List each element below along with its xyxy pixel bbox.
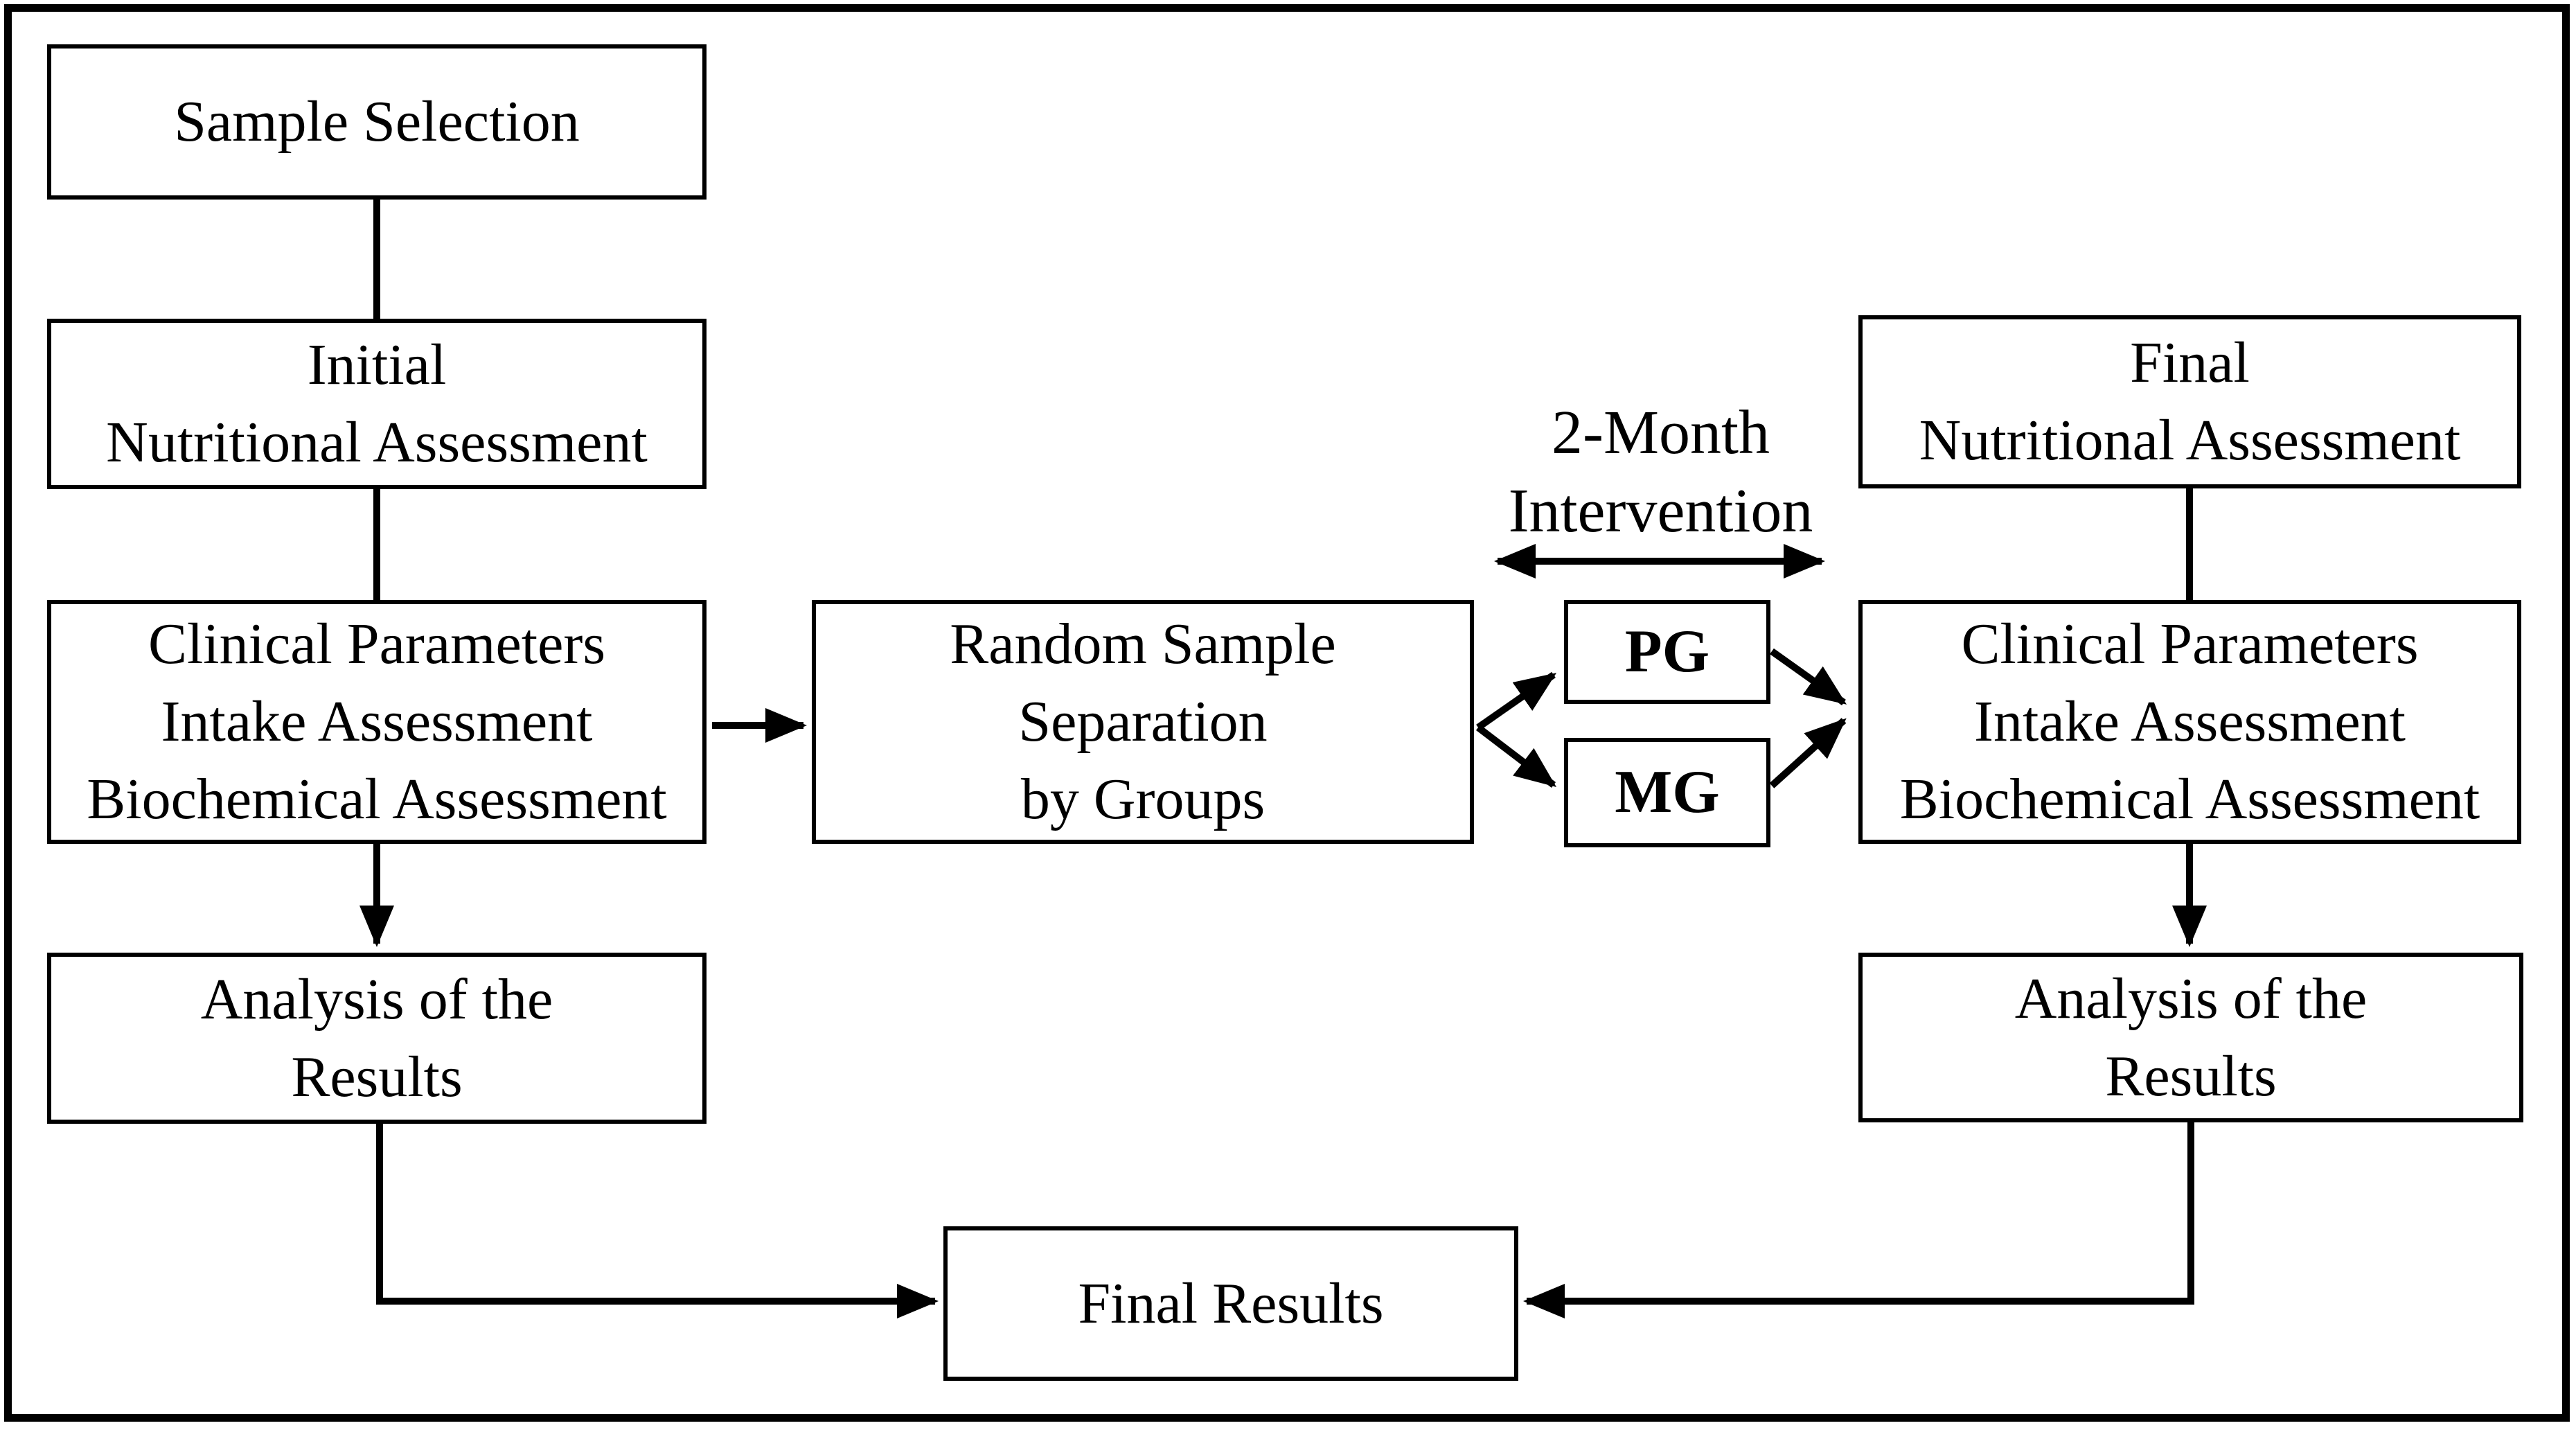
box-label-line: Nutritional Assessment xyxy=(1919,408,2461,473)
box-label-line: Clinical Parameters xyxy=(1961,612,2419,676)
arrow-random-to-mg xyxy=(1475,725,1556,788)
box-analysis-left: Analysis of the Results xyxy=(47,953,707,1124)
box-label-line: Separation xyxy=(1018,689,1268,754)
box-pg-group: PG xyxy=(1564,600,1770,704)
box-label-line: Biochemical Assessment xyxy=(1899,767,2480,831)
arrow-mg-to-clinical-right xyxy=(1769,718,1847,788)
box-label-line: Nutritional Assessment xyxy=(106,410,648,475)
arrow-random-to-pg xyxy=(1476,671,1557,731)
box-label-line: Random Sample xyxy=(950,612,1336,676)
box-final-results: Final Results xyxy=(943,1226,1518,1381)
box-mg-group: MG xyxy=(1564,738,1770,847)
box-label-line: Sample Selection xyxy=(174,89,580,154)
arrow-analysis-right-to-final-results xyxy=(1523,1121,2194,1318)
box-label-line: PG xyxy=(1624,618,1710,685)
box-initial-nutritional-assessment: Initial Nutritional Assessment xyxy=(47,319,707,489)
intervention-label: 2-Month Intervention xyxy=(1482,394,1839,550)
intervention-label-line: 2-Month xyxy=(1552,398,1770,467)
box-label-line: MG xyxy=(1615,759,1720,826)
box-analysis-right: Analysis of the Results xyxy=(1858,953,2523,1122)
box-clinical-parameters-right: Clinical Parameters Intake Assessment Bi… xyxy=(1858,600,2521,844)
box-final-nutritional-assessment: Final Nutritional Assessment xyxy=(1858,315,2521,488)
box-label-line: Analysis of the xyxy=(2014,966,2368,1031)
arrow-pg-to-clinical-right xyxy=(1770,648,1847,706)
box-sample-selection: Sample Selection xyxy=(47,44,707,200)
box-label-line: Final Results xyxy=(1078,1271,1384,1336)
box-label-line: Analysis of the xyxy=(200,966,553,1032)
box-label-line: Final xyxy=(2130,330,2250,395)
box-label-line: Results xyxy=(2105,1043,2277,1109)
arrow-analysis-left-to-final-results xyxy=(376,1124,939,1318)
box-label-line: by Groups xyxy=(1020,767,1265,831)
intervention-label-line: Intervention xyxy=(1508,477,1813,545)
box-label-line: Results xyxy=(291,1044,463,1109)
box-label-line: Intake Assessment xyxy=(161,689,593,754)
box-clinical-parameters-left: Clinical Parameters Intake Assessment Bi… xyxy=(47,600,707,844)
box-label-line: Initial xyxy=(307,333,447,397)
box-random-sample-separation: Random Sample Separation by Groups xyxy=(812,600,1474,844)
outer-border xyxy=(4,4,2570,1422)
box-label-line: Clinical Parameters xyxy=(148,612,606,676)
box-label-line: Intake Assessment xyxy=(1974,689,2406,754)
box-label-line: Biochemical Assessment xyxy=(87,767,667,831)
